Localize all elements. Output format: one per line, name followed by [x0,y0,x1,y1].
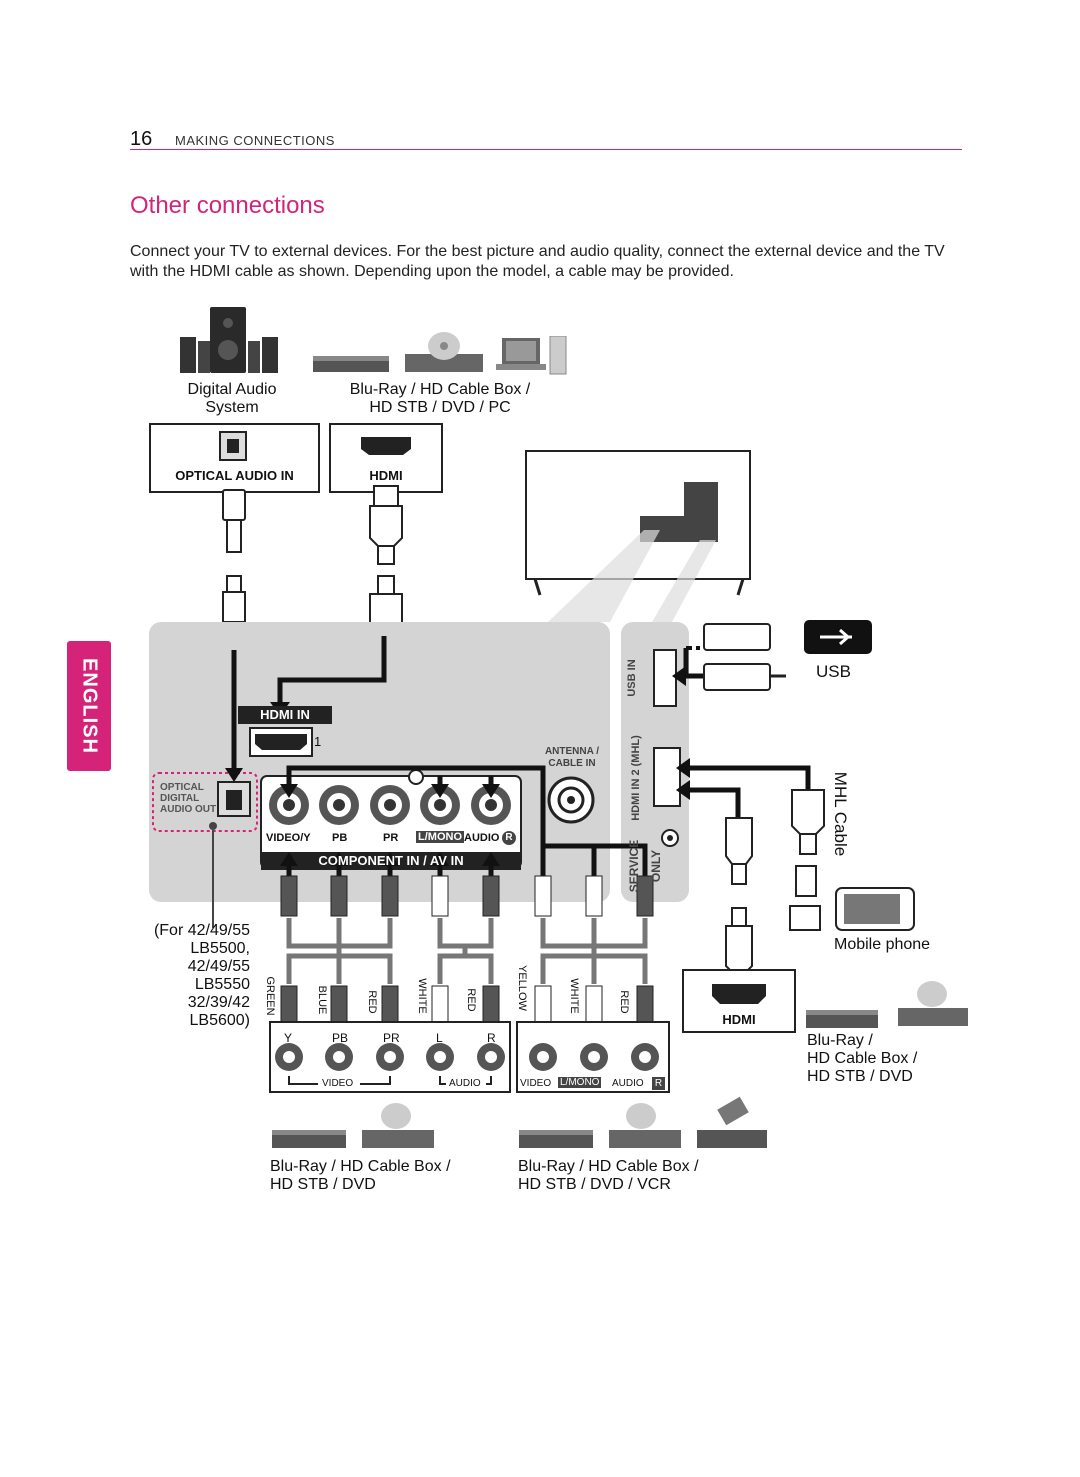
right-device-label-2: HD Cable Box / [807,1050,918,1067]
bottom-right-label-2: HD STB / DVD / VCR [518,1176,671,1193]
optical-audio-box: OPTICAL AUDIO IN [149,423,320,493]
optical-out-line-3: AUDIO OUT [160,804,217,815]
header-rule [130,149,962,150]
model-line-2: LB5500, [190,940,250,957]
cable-color-white-2: WHITE [568,978,580,1014]
jack-label-lmono: L/MONO [416,831,464,843]
source-label-1: Blu-Ray / HD Cable Box / [349,381,531,398]
cable-color-blue: BLUE [316,985,328,1015]
intro-text: Connect your TV to external devices. For… [130,243,945,280]
audio-system-label-2: System [205,399,259,416]
av-audio-label: AUDIO [612,1078,644,1089]
service-label: SERVICE [627,839,641,893]
model-note: (For 42/49/55 LB5500, 42/49/55 LB5550 32… [128,922,250,1030]
bottom-left-label-1: Blu-Ray / HD Cable Box / [270,1158,451,1175]
audio-system-label-1: Digital Audio [187,381,277,398]
model-line-3: 42/49/55 [187,958,250,975]
mobile-phone-label: Mobile phone [834,936,931,953]
optical-out-line-2: DIGITAL [160,793,200,804]
comp-jack-pr: PR [383,1031,400,1045]
cable-color-red-3: RED [618,990,630,1014]
optical-out-label: OPTICAL DIGITAL AUDIO OUT [160,782,216,815]
rca-plugs [280,875,654,1023]
only-label: ONLY [649,849,663,883]
comp-video-label: VIDEO [322,1078,354,1089]
optical-out-line-1: OPTICAL [160,782,204,793]
hdmi-cable [369,485,403,637]
cable-box-icon [405,332,483,372]
source-label-2: HD STB / DVD / PC [369,399,511,416]
right-device-label-1: Blu-Ray / [807,1032,873,1049]
model-line-1: (For 42/49/55 [153,922,250,939]
cable-color-green: GREEN [264,976,276,1016]
comp-jack-pb: PB [332,1031,349,1045]
antenna-line-2: CABLE IN [548,758,596,769]
jack-label-video-y: VIDEO/Y [266,832,311,844]
model-line-5: 32/39/42 [187,994,250,1011]
comp-jack-l: L [436,1031,443,1045]
av-lmono-label: L/MONO [558,1077,602,1088]
right-hdmi-box-label: HDMI [722,1012,756,1027]
optical-audio-label: OPTICAL AUDIO IN [175,468,294,483]
av-r-label: R [652,1077,665,1090]
hdmi-box-label: HDMI [369,468,403,483]
jack-label-pb: PB [332,832,348,844]
comp-jack-r: R [487,1031,496,1045]
antenna-line-1: ANTENNA / [544,746,600,757]
right-device-label-3: HD STB / DVD [807,1068,913,1085]
mhl-cable-label: MHL Cable [831,771,850,857]
jack-label-r: R [502,831,516,845]
hdmi-port-number: 1 [314,734,322,749]
jack-label-audio: AUDIO [464,832,500,844]
model-line-4: LB5550 [194,976,250,993]
bottom-right-label-1: Blu-Ray / HD Cable Box / [518,1158,699,1175]
cable-color-yellow: YELLOW [516,965,528,1011]
cable-color-red-1: RED [366,990,378,1014]
comp-audio-label: AUDIO [449,1078,481,1089]
hdmi-box: HDMI [329,423,443,493]
cable-color-white-1: WHITE [416,978,428,1014]
comp-jack-y: Y [284,1031,293,1045]
section-title: MAKING CONNECTIONS [175,133,335,148]
tv-illustration [525,450,751,622]
usb-label: USB [816,662,851,681]
jack-label-pr: PR [383,832,399,844]
av-jacks [269,769,511,825]
page-heading: Other connections [130,192,325,219]
model-line-6: LB5600) [189,1012,251,1029]
component-av-label: COMPONENT IN / AV IN [318,853,464,868]
speaker-system-icon [180,307,278,373]
bluray-player-icon [313,356,389,372]
language-tab: ENGLISH [67,641,111,771]
bottom-left-label-2: HD STB / DVD [270,1176,376,1193]
optical-port-icon [219,431,247,461]
page-number: 16 [130,128,153,150]
hdmi-in-header: HDMI IN [238,706,332,724]
usb-in-label: USB IN [626,659,638,697]
hdmi-port-icon [361,437,411,455]
optical-cable [222,489,246,623]
pc-icon [496,336,567,375]
antenna-label: ANTENNA / CABLE IN [540,746,604,770]
av-video-label: VIDEO [520,1078,552,1089]
cable-color-red-2: RED [465,988,477,1012]
hdmi-in2-label: HDMI IN 2 (MHL) [630,735,642,821]
